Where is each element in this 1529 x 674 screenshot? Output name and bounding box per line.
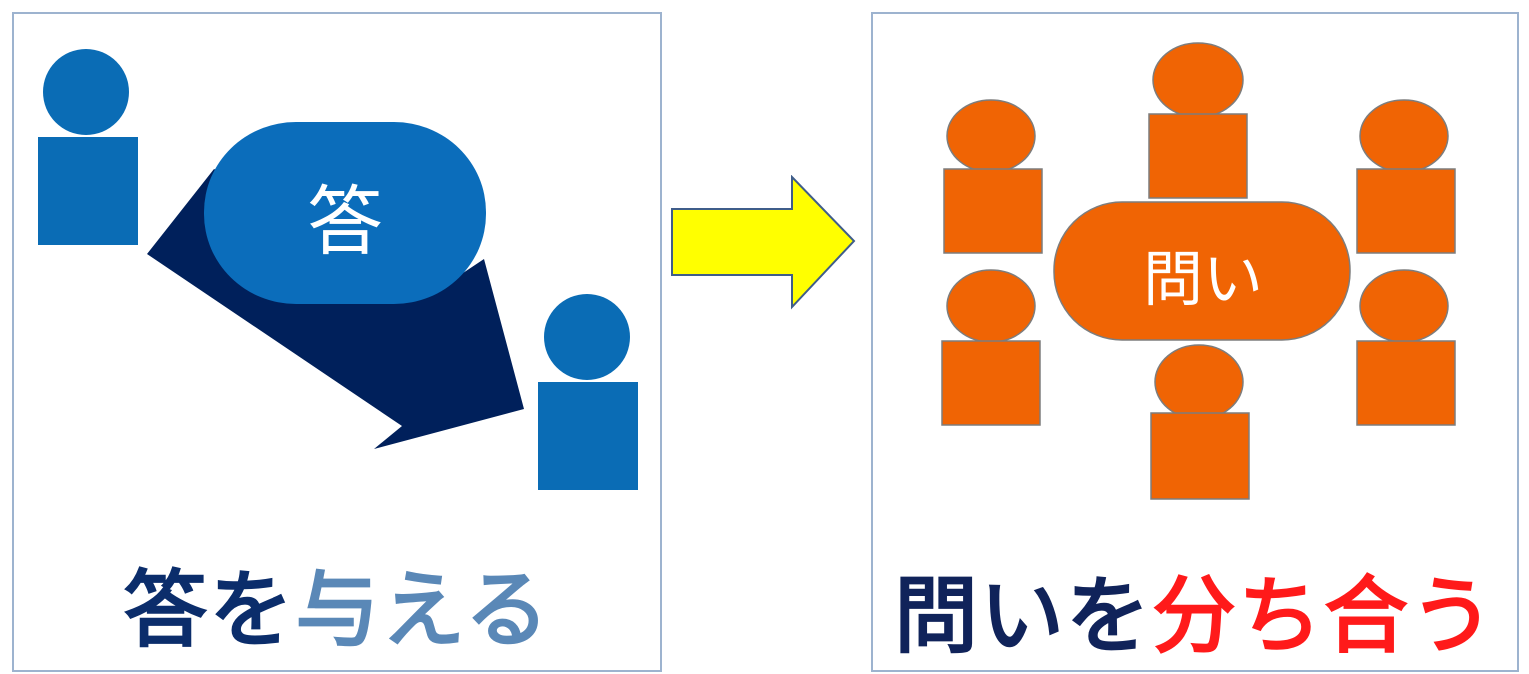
caption-share-part: 分ち合う — [1152, 567, 1497, 665]
top-person-icon — [1148, 42, 1248, 199]
caption-answer-part: 答を — [123, 561, 296, 659]
right-arrow-icon — [671, 175, 856, 310]
give-answers-illustration: 答 — [38, 49, 638, 490]
give-answers-caption: 答を与える — [14, 568, 660, 652]
lower-right-person-icon — [1356, 269, 1456, 426]
share-questions-caption: 問いを分ち合う — [873, 574, 1517, 658]
giver-person-icon — [38, 49, 138, 245]
question-table-label: 問い — [1143, 245, 1263, 315]
lower-left-person-icon — [941, 269, 1041, 426]
caption-give-part: 与える — [295, 561, 551, 659]
upper-right-person-icon — [1356, 99, 1456, 254]
upper-left-person-icon — [943, 99, 1043, 254]
answer-bubble — [204, 122, 486, 304]
bottom-person-icon — [1150, 344, 1250, 500]
question-table — [1053, 201, 1351, 341]
receiver-person-icon — [538, 294, 638, 490]
share-questions-illustration: 問い — [941, 42, 1456, 500]
answer-bubble-label: 答 — [307, 177, 383, 266]
caption-question-part: 問いを — [893, 567, 1152, 665]
left-panel-give-answers: 答 答を与える — [12, 12, 662, 672]
right-panel-share-questions: 問い 問いを分ち合う — [871, 12, 1519, 672]
